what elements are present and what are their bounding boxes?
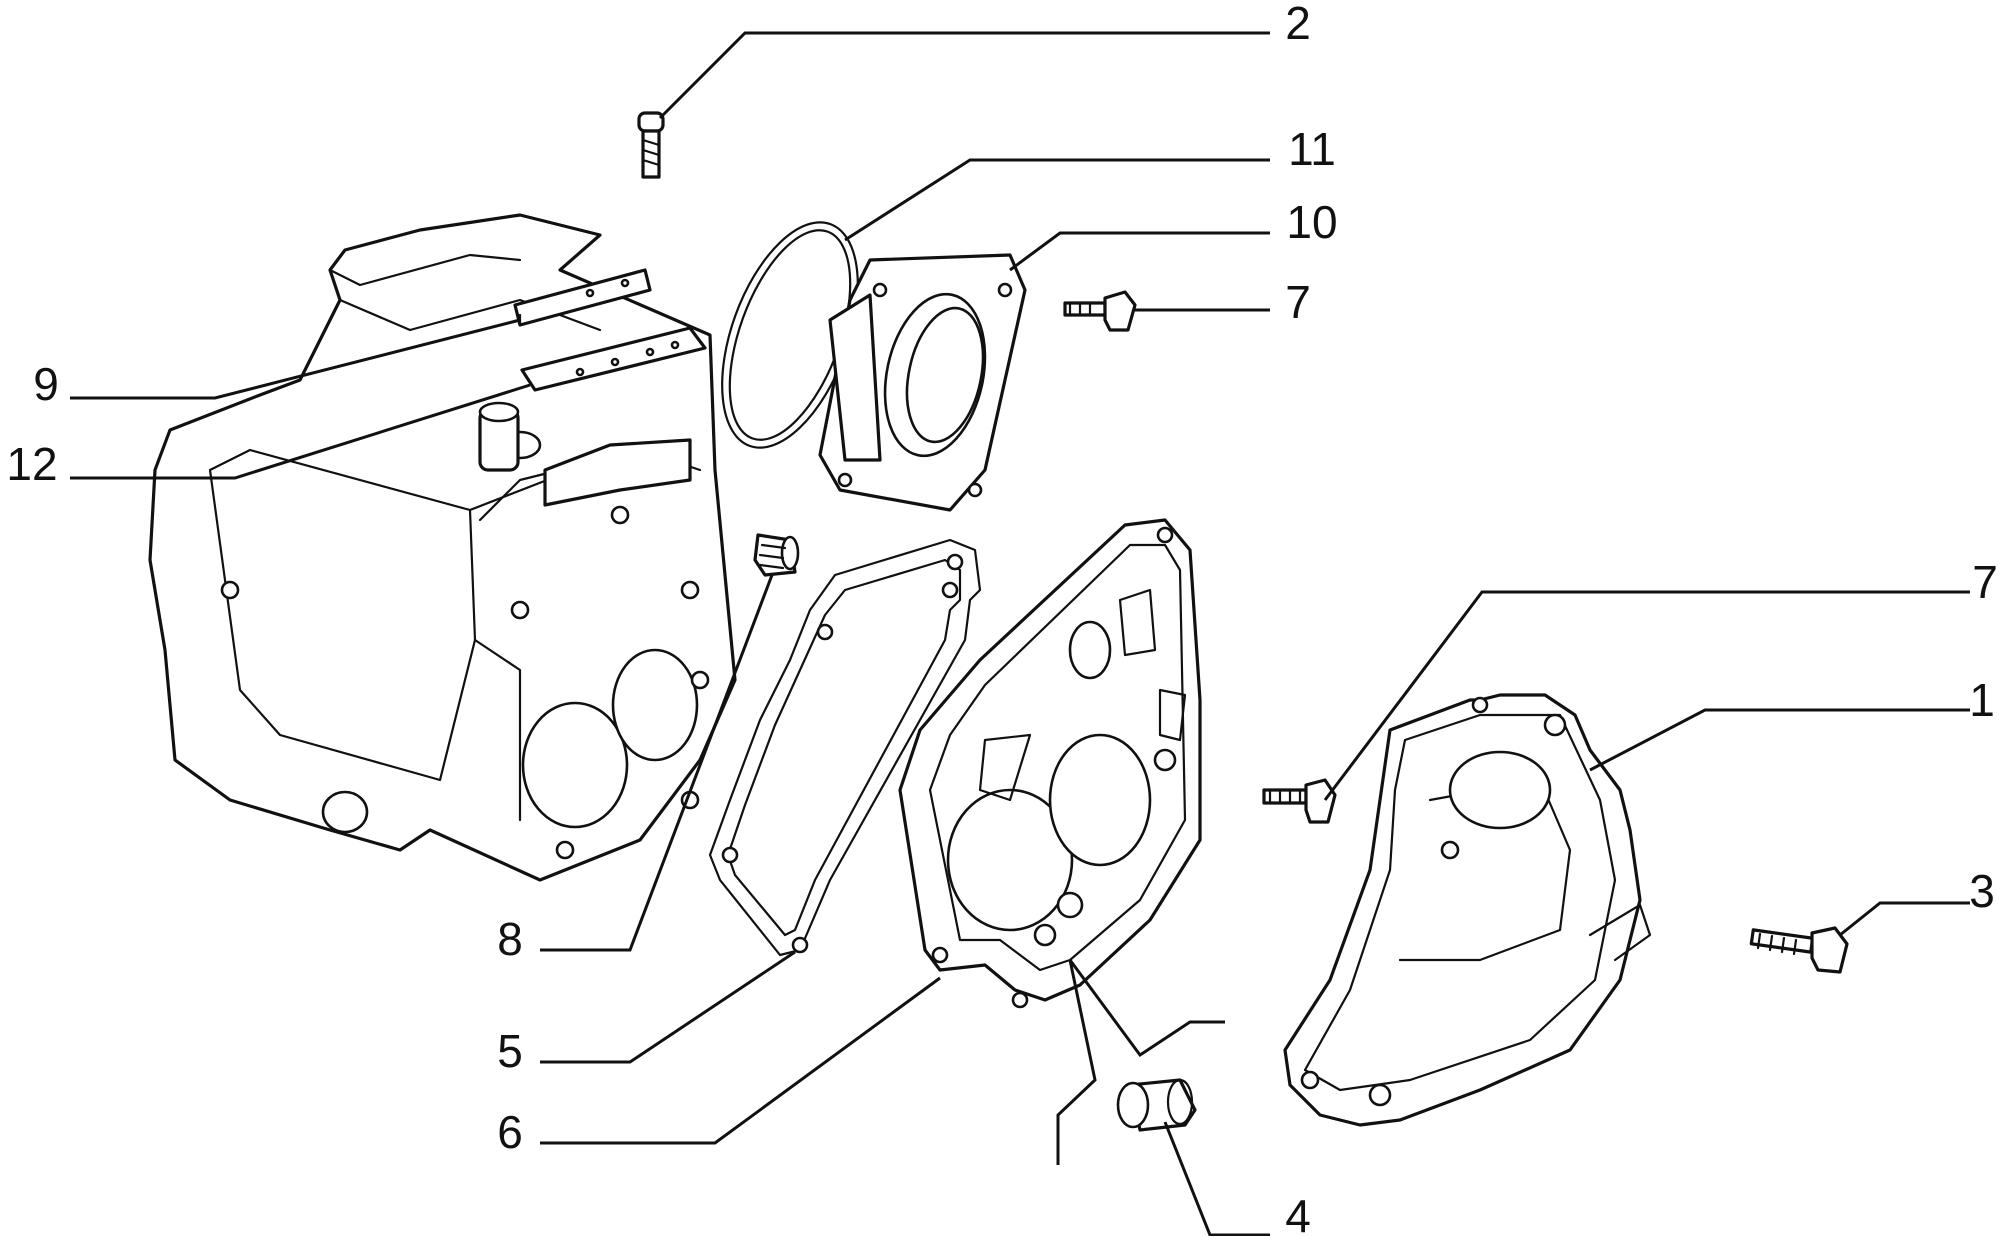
callout-4: 4 [1285,1190,1311,1236]
callout-1: 1 [1969,674,1995,726]
leader-6 [540,976,941,1145]
leader-10 [1009,231,1270,272]
bolt-3 [1749,926,1849,974]
intermediate-plate-6 [898,518,1202,1009]
callout-10: 10 [1286,196,1337,248]
leader-detail-b [1056,959,1097,1165]
flange-10 [818,253,1027,512]
leader-lines [70,31,1970,1236]
leader-5 [540,950,796,1064]
callout-3: 3 [1969,865,1995,917]
leader-11 [844,158,1270,242]
callout-2: 2 [1285,0,1311,49]
leader-9 [70,318,521,400]
rear-cover-1 [1283,693,1652,1127]
callout-12: 12 [6,438,57,490]
callout-7-top: 7 [1285,276,1311,328]
bolt-7-right [1262,778,1337,824]
callout-11: 11 [1288,123,1336,175]
callout-8: 8 [497,913,523,965]
gasket-plate-9 [513,268,652,327]
gearbox-housing [148,213,737,882]
gasket-plate-12 [520,326,707,392]
leader-12 [70,383,531,480]
leader-2 [658,31,1270,120]
callout-5: 5 [497,1025,523,1077]
leader-8 [540,574,774,952]
bolt-7-top [1063,290,1137,332]
plug-8 [753,533,800,577]
leader-4 [1163,1121,1270,1236]
bushing-4 [1116,1078,1197,1132]
callout-7-right: 7 [1972,556,1998,608]
leader-3 [1839,901,1970,937]
leader-detail-a [1068,959,1225,1058]
callout-6: 6 [497,1106,523,1158]
gasket-5 [708,538,982,957]
callout-9: 9 [33,358,59,410]
leader-7b [1323,590,1970,801]
leader-1 [1589,708,1970,772]
screw-2 [637,111,665,179]
callout-labels: 2 11 10 7 9 12 7 1 3 8 5 6 4 [6,0,1997,1236]
